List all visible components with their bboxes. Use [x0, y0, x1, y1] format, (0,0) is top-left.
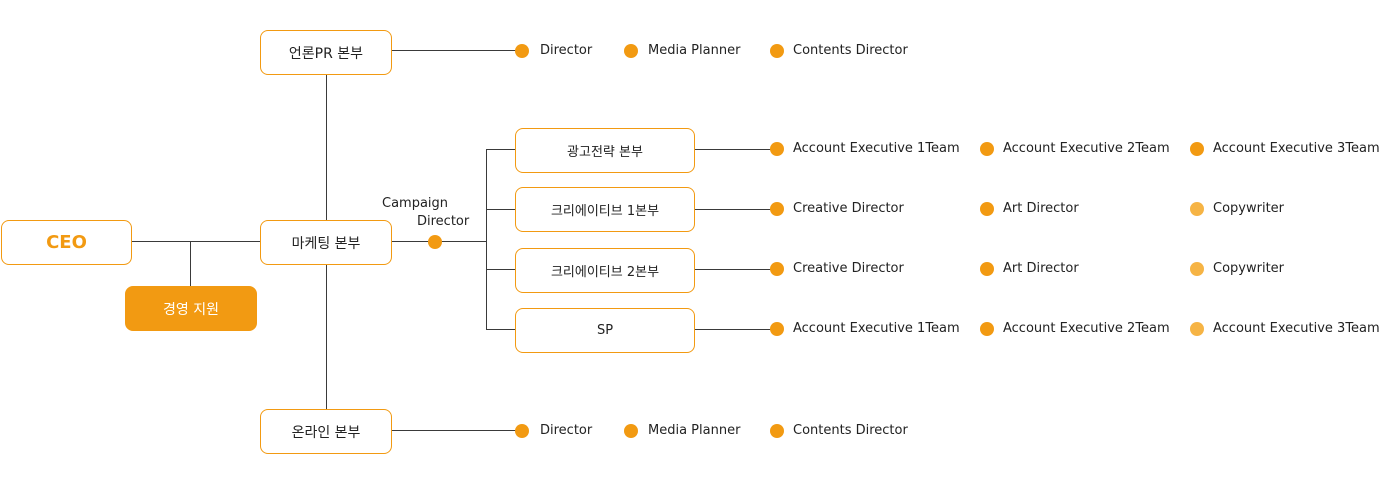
role-dot: [770, 322, 784, 336]
connector-team-cr1: [486, 209, 516, 210]
creative1-team-box: 크리에이티브 1본부: [515, 187, 695, 232]
ad-strategy-team-box: 광고전략 본부: [515, 128, 695, 173]
role-dot: [770, 142, 784, 156]
role-dot: [1190, 202, 1204, 216]
pr-role-media-planner: Media Planner: [648, 43, 741, 58]
sp-role-ae2: Account Executive 2Team: [1003, 321, 1170, 336]
cr2-role-creative-director: Creative Director: [793, 261, 904, 276]
cr2-role-copywriter: Copywriter: [1213, 261, 1285, 276]
pr-role-contents-director: Contents Director: [793, 43, 908, 58]
connector-online-roles: [391, 430, 522, 431]
connector-sp-roles: [694, 329, 778, 330]
role-dot: [1190, 142, 1204, 156]
connector-pr-roles: [391, 50, 522, 51]
role-dot: [624, 44, 638, 58]
cr1-role-copywriter: Copywriter: [1213, 201, 1285, 216]
role-dot: [980, 202, 994, 216]
connector-teams-vertical: [486, 149, 487, 330]
ad-role-ae1: Account Executive 1Team: [793, 141, 960, 156]
cr1-role-art-director: Art Director: [1003, 201, 1079, 216]
campaign-director-label-line1: Campaign: [382, 196, 449, 211]
role-dot: [980, 142, 994, 156]
role-dot: [770, 202, 784, 216]
pr-division-box: 언론PR 본부: [260, 30, 392, 75]
role-dot: [770, 424, 784, 438]
role-dot: [515, 424, 529, 438]
sp-role-ae3: Account Executive 3Team: [1213, 321, 1380, 336]
marketing-division-box: 마케팅 본부: [260, 220, 392, 265]
connector-team-cr2: [486, 269, 516, 270]
creative2-team-box: 크리에이티브 2본부: [515, 248, 695, 293]
role-dot: [770, 44, 784, 58]
sp-role-ae1: Account Executive 1Team: [793, 321, 960, 336]
sp-team-box: SP: [515, 308, 695, 353]
connector-ad-roles: [694, 149, 778, 150]
online-division-box: 온라인 본부: [260, 409, 392, 454]
online-role-contents-director: Contents Director: [793, 423, 908, 438]
connector-team-sp: [486, 329, 516, 330]
role-dot: [1190, 322, 1204, 336]
ad-role-ae3: Account Executive 3Team: [1213, 141, 1380, 156]
campaign-director-label-line2: Director: [417, 214, 470, 229]
cr2-role-art-director: Art Director: [1003, 261, 1079, 276]
connector-team-ad: [486, 149, 516, 150]
ad-role-ae2: Account Executive 2Team: [1003, 141, 1170, 156]
support-box: 경영 지원: [125, 286, 257, 331]
role-dot: [980, 322, 994, 336]
role-dot: [1190, 262, 1204, 276]
role-dot: [515, 44, 529, 58]
connector-ceo-marketing: [131, 241, 261, 242]
connector-support: [190, 241, 191, 287]
online-role-media-planner: Media Planner: [648, 423, 741, 438]
pr-role-director: Director: [540, 43, 593, 58]
campaign-director-dot: [428, 235, 442, 249]
role-dot: [770, 262, 784, 276]
role-dot: [624, 424, 638, 438]
connector-cr1-roles: [694, 209, 778, 210]
role-dot: [980, 262, 994, 276]
online-role-director: Director: [540, 423, 593, 438]
ceo-box: CEO: [1, 220, 132, 265]
cr1-role-creative-director: Creative Director: [793, 201, 904, 216]
connector-cr2-roles: [694, 269, 778, 270]
